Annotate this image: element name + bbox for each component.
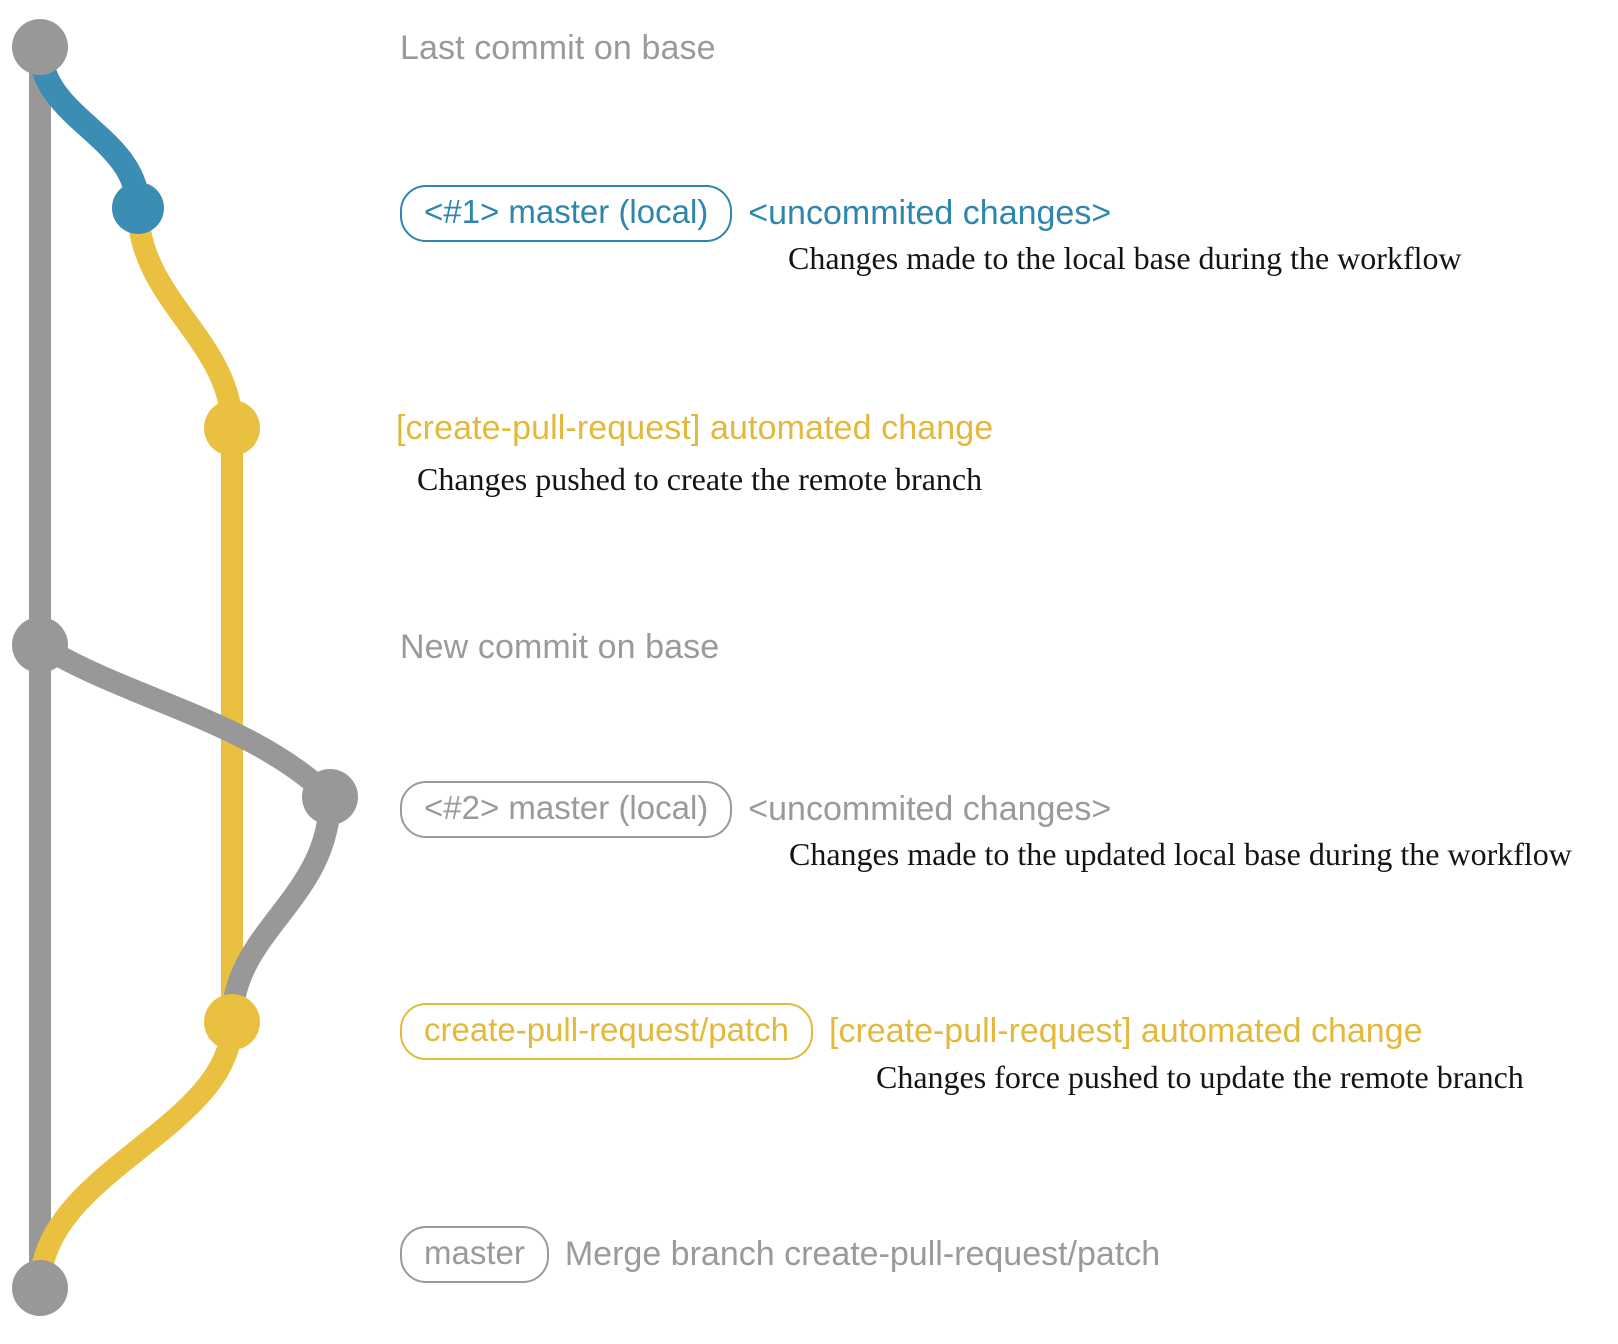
- row-merge-commit: master Merge branch create-pull-request/…: [400, 1226, 1160, 1283]
- commit-message: Last commit on base: [400, 29, 716, 67]
- row-description: Changes made to the local base during th…: [788, 240, 1462, 276]
- local-branch-gray-curve: [29, 634, 341, 808]
- patch-commit-2-node[interactable]: [204, 994, 260, 1050]
- commit-message: Merge branch create-pull-request/patch: [564, 1234, 1161, 1273]
- merge-node[interactable]: [12, 1260, 68, 1316]
- branch-badge-create-pull-request-patch[interactable]: create-pull-request/patch: [400, 1003, 814, 1060]
- patch-branch-top-curve: [127, 197, 243, 439]
- local-master-2-node[interactable]: [302, 769, 358, 825]
- commit-message: New commit on base: [400, 628, 720, 666]
- commit-message: [create-pull-request] automated change: [829, 1011, 1423, 1050]
- commit-message: <uncommited changes>: [748, 789, 1112, 828]
- commit-message: <uncommited changes>: [748, 193, 1112, 232]
- row-new-commit-on-base: New commit on base: [400, 628, 719, 667]
- branch-badge-local-master-1[interactable]: <#1> master (local): [400, 185, 733, 242]
- row-last-commit-on-base: Last commit on base: [400, 29, 716, 68]
- commit-graph: [12, 19, 358, 1316]
- local-master-1-node[interactable]: [112, 182, 164, 234]
- row-automated-change-1: [create-pull-request] automated change: [396, 409, 993, 448]
- commit-message: [create-pull-request] automated change: [396, 409, 994, 447]
- row-automated-change-2: create-pull-request/patch [create-pull-r…: [400, 1003, 1423, 1060]
- local-to-patch-curve: [221, 786, 341, 1033]
- row-description: Changes force pushed to update the remot…: [876, 1059, 1524, 1095]
- base-new-commit-node[interactable]: [12, 617, 68, 673]
- row-description: Changes pushed to create the remote bran…: [417, 461, 983, 497]
- row-description: Changes made to the updated local base d…: [789, 836, 1572, 872]
- patch-to-merge-curve: [29, 1011, 243, 1299]
- branch-badge-local-master-2[interactable]: <#2> master (local): [400, 781, 733, 838]
- patch-commit-1-node[interactable]: [204, 400, 260, 456]
- base-head-node[interactable]: [12, 19, 68, 75]
- row-local-master-2: <#2> master (local) <uncommited changes>: [400, 781, 1111, 838]
- branch-badge-master[interactable]: master: [400, 1226, 549, 1283]
- row-local-master-1: <#1> master (local) <uncommited changes>: [400, 185, 1111, 242]
- local-branch-blue-curve: [28, 35, 150, 220]
